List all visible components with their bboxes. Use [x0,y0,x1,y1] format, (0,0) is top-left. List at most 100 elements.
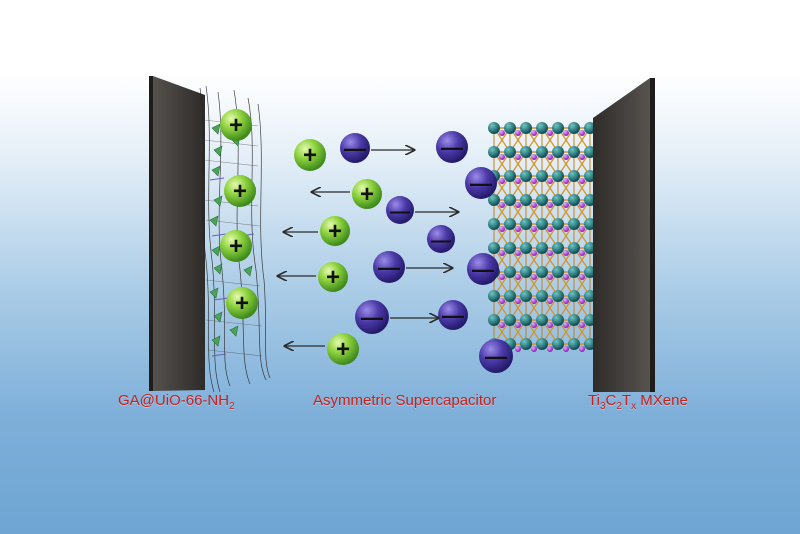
titanium-atom [504,170,516,182]
termination-atom [579,154,585,160]
termination-atom [499,298,505,304]
termination-atom [579,202,585,208]
anion-ball: — [355,300,389,334]
svg-text:+: + [328,218,342,245]
titanium-atom [488,218,500,230]
anion-ball: — [386,196,414,224]
termination-atom [547,154,553,160]
svg-text:+: + [303,142,317,169]
termination-atom [531,226,537,232]
titanium-atom [536,194,548,206]
titanium-atom [552,338,564,350]
svg-text:+: + [229,233,243,260]
svg-text:—: — [344,136,366,161]
svg-text:+: + [326,264,340,291]
termination-atom [499,202,505,208]
titanium-atom [520,218,532,230]
svg-text:+: + [336,336,350,363]
svg-text:—: — [442,303,464,328]
titanium-atom [552,290,564,302]
termination-atom [531,298,537,304]
termination-atom [515,274,521,280]
titanium-atom [488,314,500,326]
titanium-atom [520,146,532,158]
termination-atom [547,202,553,208]
anion-ball: — [438,300,468,330]
svg-text:—: — [441,135,463,160]
termination-atom [499,250,505,256]
titanium-atom [552,170,564,182]
termination-atom [515,298,521,304]
termination-atom [499,226,505,232]
svg-text:—: — [470,171,492,196]
titanium-atom [520,170,532,182]
termination-atom [499,130,505,136]
titanium-atom [536,338,548,350]
termination-atom [547,178,553,184]
termination-atom [515,250,521,256]
titanium-atom [552,266,564,278]
termination-atom [499,274,505,280]
termination-atom [579,274,585,280]
titanium-atom [520,314,532,326]
cation-ball: + [224,175,256,207]
titanium-atom [536,122,548,134]
titanium-atom [504,122,516,134]
termination-atom [547,250,553,256]
svg-text:+: + [360,181,374,208]
termination-atom [579,322,585,328]
right-electrode-plate [593,78,650,392]
anion-ball: — [467,253,499,285]
termination-atom [531,130,537,136]
termination-atom [531,346,537,352]
titanium-atom [552,218,564,230]
svg-text:—: — [390,201,410,223]
termination-atom [515,322,521,328]
anion-ball: — [479,339,513,373]
svg-text:—: — [361,305,383,330]
titanium-atom [520,194,532,206]
titanium-atom [504,242,516,254]
titanium-atom [488,290,500,302]
titanium-atom [488,146,500,158]
cation-ball: + [318,262,348,292]
termination-atom [515,178,521,184]
titanium-atom [568,146,580,158]
anion-ball: — [373,251,405,283]
electrolyte-ions: + — — + — + — — + — — + [294,131,468,365]
svg-text:+: + [233,178,247,205]
titanium-atom [568,242,580,254]
termination-atom [563,250,569,256]
cation-ball: + [320,216,350,246]
adsorbed-anions: — — — [465,167,513,373]
titanium-atom [504,194,516,206]
left-electrode-label: GA@UiO-66-NH2 [118,392,235,412]
titanium-atom [520,290,532,302]
termination-atom [579,130,585,136]
titanium-atom [504,266,516,278]
supercapacitor-title: Asymmetric Supercapacitor [313,392,497,409]
titanium-atom [504,218,516,230]
termination-atom [579,298,585,304]
titanium-atom [536,146,548,158]
titanium-atom [520,242,532,254]
termination-atom [579,250,585,256]
termination-atom [531,274,537,280]
titanium-atom [488,194,500,206]
titanium-atom [552,242,564,254]
titanium-atom [488,242,500,254]
titanium-atom [536,314,548,326]
left-electrode-edge [149,76,153,391]
svg-text:+: + [235,290,249,317]
titanium-atom [520,266,532,278]
termination-atom [531,322,537,328]
titanium-atom [552,122,564,134]
termination-atom [563,154,569,160]
titanium-atom [552,314,564,326]
termination-atom [547,322,553,328]
cation-ball: + [352,179,382,209]
titanium-atom [568,266,580,278]
cation-ball: + [294,139,326,171]
termination-atom [547,274,553,280]
termination-atom [563,178,569,184]
